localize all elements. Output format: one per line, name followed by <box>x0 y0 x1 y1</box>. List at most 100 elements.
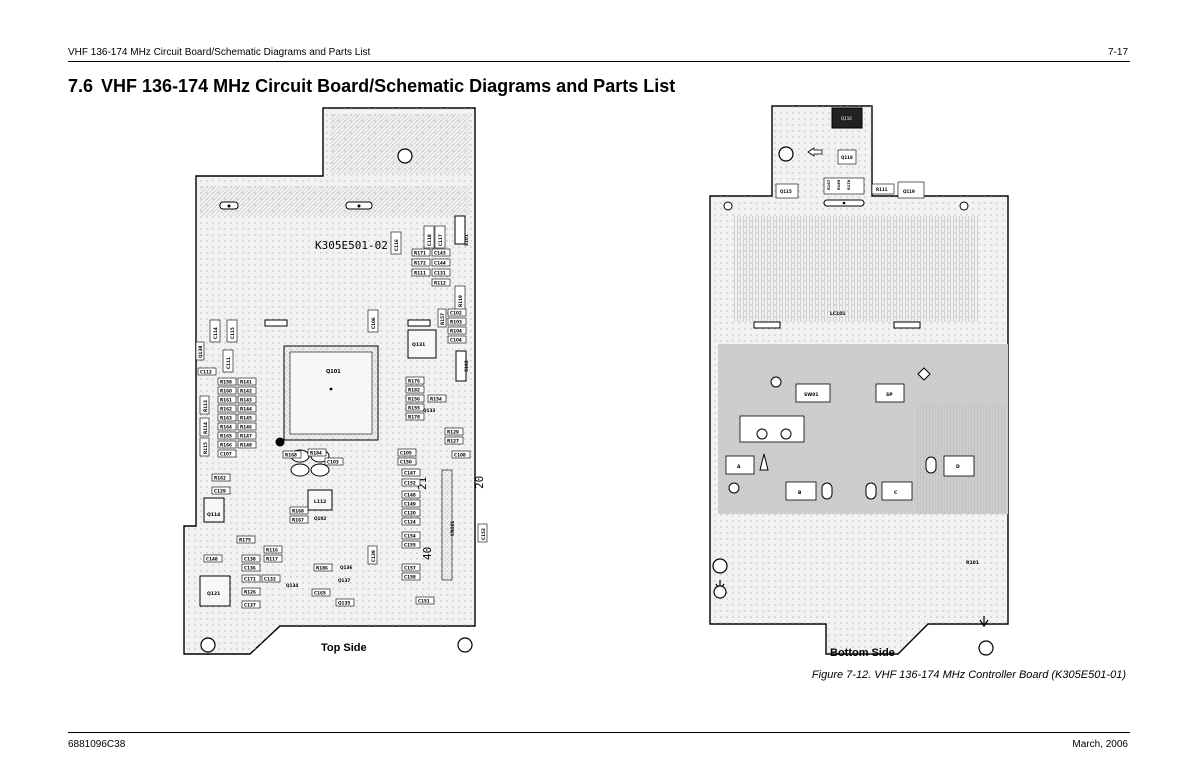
header-rule <box>68 61 1130 62</box>
part-c104: C104 <box>450 338 462 343</box>
part-c151: C151 <box>418 599 430 604</box>
part-q135: Q135 <box>338 601 350 606</box>
part-r155: R155 <box>408 406 420 411</box>
part-c143: C143 <box>434 251 446 256</box>
part-c103: C103 <box>327 460 339 465</box>
part-r184: R184 <box>310 451 322 456</box>
part-sp: SP <box>886 392 893 398</box>
part-q118: Q118 <box>841 155 853 160</box>
part-r143: R143 <box>240 398 252 403</box>
part-r157: R157 <box>440 313 445 325</box>
pad-c: C <box>894 490 898 496</box>
part-r119: R119 <box>458 295 463 307</box>
part-r129: R129 <box>447 430 459 435</box>
part-q101: Q101 <box>326 369 341 375</box>
pad-b: B <box>798 490 802 496</box>
part-c102: C102 <box>450 311 462 316</box>
part-c129: C129 <box>214 489 226 494</box>
part-r163: R163 <box>220 416 232 421</box>
part-r167: R167 <box>292 518 304 523</box>
bottom-side-board: Q116 Q118 Q115 R167 R169 R170 R111 Q119 … <box>706 104 1018 662</box>
part-c132: C132 <box>264 577 276 582</box>
part-c144: C144 <box>434 261 446 266</box>
part-r172: R172 <box>414 261 426 266</box>
part-r111: R111 <box>876 187 888 192</box>
part-cn101: CN101 <box>450 521 455 536</box>
part-c150: C150 <box>400 460 412 465</box>
part-c158: C158 <box>404 575 416 580</box>
part-q114: Q114 <box>207 512 220 518</box>
part-r147: R147 <box>240 434 252 439</box>
part-r154: R154 <box>430 397 442 402</box>
part-c155: C155 <box>404 543 416 548</box>
section-title: 7.6 VHF 136-174 MHz Circuit Board/Schemat… <box>68 76 675 97</box>
pin-20: 20 <box>473 476 486 489</box>
part-q121: Q121 <box>207 591 220 597</box>
part-r145: R145 <box>240 416 252 421</box>
part-q116: Q116 <box>841 116 852 121</box>
part-c108: C108 <box>454 453 466 458</box>
part-r182: R182 <box>408 388 420 393</box>
part-l112: L112 <box>314 499 326 505</box>
part-r175: R175 <box>239 538 251 543</box>
part-s102: S102 <box>464 360 469 372</box>
page-number: 7-17 <box>1107 47 1128 58</box>
part-r162: R162 <box>220 407 232 412</box>
part-r176: R176 <box>408 379 420 384</box>
bottom-side-label: Bottom Side <box>830 647 895 659</box>
part-q133: Q133 <box>423 408 435 413</box>
part-q115: Q115 <box>780 189 792 194</box>
part-c107: C107 <box>220 452 232 457</box>
top-side-label: Top Side <box>321 642 367 654</box>
part-r166: R166 <box>220 443 232 448</box>
part-c118: C118 <box>427 234 432 246</box>
part-c124: C124 <box>404 520 416 525</box>
part-q137: Q137 <box>338 578 350 583</box>
pad-d: D <box>956 464 960 470</box>
running-header-title: VHF 136-174 MHz Circuit Board/Schematic … <box>68 47 371 58</box>
part-r115: R115 <box>203 442 208 454</box>
part-c152: C152 <box>404 481 416 486</box>
part-c106: C106 <box>371 317 376 329</box>
part-c114: C114 <box>213 327 218 339</box>
part-r101: R101 <box>966 560 979 566</box>
part-r186: R186 <box>316 566 328 571</box>
part-q138: Q138 <box>198 346 203 358</box>
part-r113: R113 <box>203 400 208 412</box>
section-number: 7.6 <box>68 76 94 96</box>
part-r178: R178 <box>408 415 420 420</box>
part-r126: R126 <box>244 590 256 595</box>
part-q136: Q136 <box>340 565 352 570</box>
part-r103: R103 <box>450 320 462 325</box>
part-c137: C137 <box>244 603 256 608</box>
pin-40: 40 <box>421 547 434 560</box>
part-r142: R142 <box>240 389 252 394</box>
part-r168b: R168 <box>292 509 304 514</box>
footer-rule <box>68 732 1130 733</box>
part-r156: R156 <box>408 397 420 402</box>
part-r161: R161 <box>220 398 232 403</box>
section-heading: VHF 136-174 MHz Circuit Board/Schematic … <box>101 76 676 96</box>
part-r127: R127 <box>447 439 459 444</box>
part-c111: C111 <box>226 357 231 369</box>
part-r104: R104 <box>450 329 462 334</box>
part-sw01: SW01 <box>804 392 818 398</box>
part-r146: R146 <box>240 425 252 430</box>
part-r170: R170 <box>847 179 851 190</box>
part-lc101: LC101 <box>830 311 846 317</box>
part-s101: S101 <box>464 234 469 246</box>
part-r141: R141 <box>240 380 252 385</box>
page-header: VHF 136-174 MHz Circuit Board/Schematic … <box>68 47 1128 63</box>
document-number: 6881096C38 <box>68 739 126 750</box>
part-c131: C131 <box>434 271 446 276</box>
part-q102: Q102 <box>314 516 326 521</box>
figure-caption: Figure 7-12. VHF 136-174 MHz Controller … <box>811 669 1126 681</box>
part-q134: Q134 <box>286 583 298 588</box>
part-r160: R160 <box>220 389 232 394</box>
part-r167: R167 <box>827 179 831 190</box>
part-c165: C165 <box>314 591 326 596</box>
part-r112: R112 <box>434 281 446 286</box>
part-q119: Q119 <box>903 189 915 194</box>
part-c154: C154 <box>404 534 416 539</box>
part-c149: C149 <box>404 502 416 507</box>
